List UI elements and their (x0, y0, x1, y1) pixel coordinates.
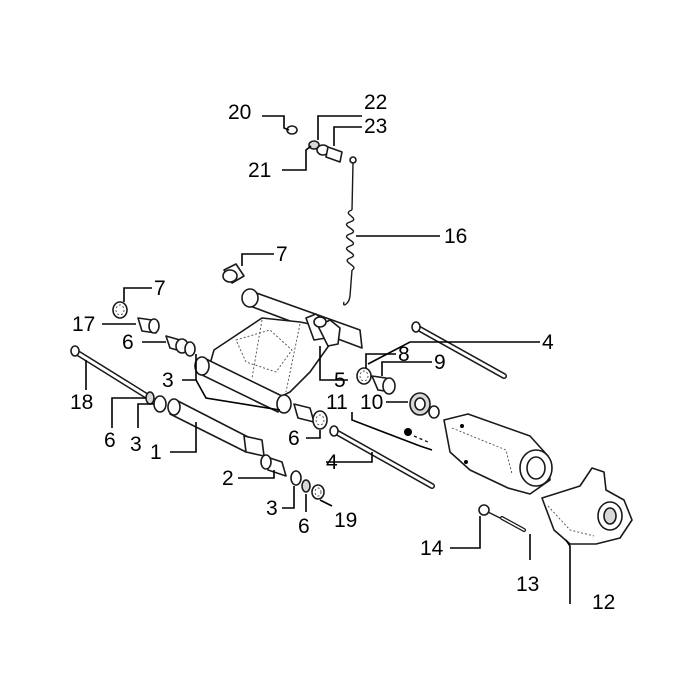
callout-19: 19 (334, 509, 357, 532)
callout-3-lower: 3 (266, 497, 278, 520)
callout-6-upper-left: 6 (122, 331, 134, 354)
callout-21: 21 (248, 159, 271, 182)
callout-6-lower-centre: 6 (288, 427, 300, 450)
callout-13: 13 (516, 573, 539, 596)
part-4-bolt-lower (329, 425, 435, 489)
part-16-cable-spring (342, 162, 355, 306)
part-1-axle-tube (167, 398, 265, 457)
swingarm-casting (194, 288, 363, 414)
callout-4-lower: 4 (326, 451, 338, 474)
part-19-nut (311, 484, 325, 500)
callout-3-left: 3 (130, 433, 142, 456)
callout-2: 2 (222, 467, 234, 490)
callout-20: 20 (228, 101, 251, 124)
part-6-washer-c (145, 391, 155, 405)
callout-1: 1 (150, 441, 162, 464)
callout-14: 14 (420, 537, 444, 560)
callout-9: 9 (434, 351, 446, 374)
part-7-bush-upper (222, 263, 245, 284)
callout-7-left: 7 (154, 277, 166, 300)
callout-11: 11 (326, 391, 348, 414)
callout-labels: 20 22 23 21 16 7 7 17 6 4 8 9 3 5 18 10 … (70, 91, 615, 614)
callout-6-left: 6 (104, 429, 116, 452)
callout-18: 18 (70, 391, 93, 414)
part-8-spacer (356, 367, 372, 385)
callout-17: 17 (72, 313, 95, 336)
part-21-washer (308, 140, 320, 150)
callout-10: 10 (360, 391, 383, 414)
leader-lines (85, 115, 571, 604)
callout-8: 8 (398, 343, 410, 366)
part-6-bush-d (301, 479, 311, 493)
part-23-adjuster (325, 146, 357, 164)
callout-22: 22 (364, 91, 387, 114)
callout-12: 12 (592, 591, 615, 614)
part-2-collar (260, 454, 287, 477)
part-9-bush (371, 375, 396, 395)
callout-16: 16 (444, 225, 467, 248)
callout-4-upper: 4 (542, 331, 554, 354)
part-3-bearing-a (184, 341, 196, 357)
part-6-bush-b (312, 410, 328, 430)
part-5-bush (293, 403, 315, 423)
part-14-screw (478, 504, 501, 519)
callout-23: 23 (364, 115, 387, 138)
callout-7-upper: 7 (276, 243, 288, 266)
part-18-axle-bolt (70, 345, 153, 401)
drive-housing (443, 413, 553, 495)
part-12-end-casting (541, 467, 633, 545)
part-3-bearing-d (290, 470, 302, 486)
callout-3-upper-left: 3 (162, 369, 174, 392)
part-17-sleeve (137, 317, 160, 334)
part-10-bearing (409, 392, 440, 419)
part-3-bearing-c (153, 395, 167, 413)
part-4-bolt-upper (411, 321, 507, 379)
part-13-pin (500, 516, 526, 532)
callout-5: 5 (334, 369, 346, 392)
part-7-bush-left (112, 301, 128, 319)
part-11-dowel (404, 428, 429, 443)
callout-6-lower: 6 (298, 515, 310, 538)
